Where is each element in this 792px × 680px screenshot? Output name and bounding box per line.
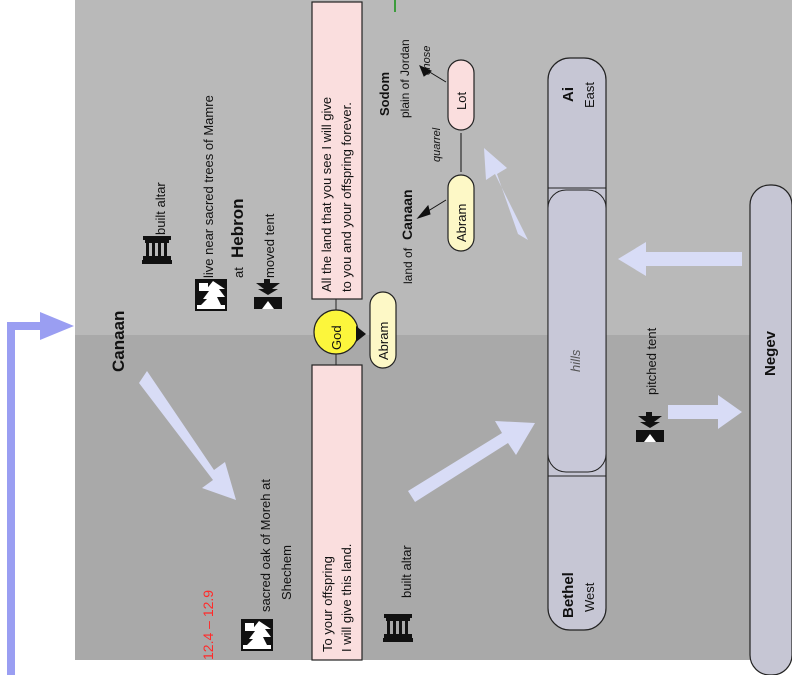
negev-label: Negev (762, 330, 779, 376)
chose-label: chose (421, 46, 433, 75)
built-altar-lower: built altar (399, 545, 414, 598)
bethel-label: Bethel (560, 572, 577, 618)
quarrel-label: quarrel (431, 127, 443, 162)
background-east (75, 0, 792, 335)
ai-label: Ai (560, 87, 577, 102)
reference-label: 12.4 – 12.9 (200, 590, 216, 660)
arrow-to-shechem (139, 371, 236, 500)
lot-label: Lot (454, 92, 469, 110)
places (547, 57, 792, 676)
promise-canaan-line1: All the land that you see I will give (319, 97, 334, 292)
west-label: West (582, 582, 597, 612)
sodom-label: Sodom (377, 72, 392, 116)
god-pointer (356, 326, 366, 342)
arrow-from-negev (618, 242, 742, 276)
promise-box-shechem (311, 364, 363, 661)
background-west (75, 335, 792, 660)
arrow-to-negev (668, 395, 742, 429)
abram-center-label: Abram (376, 322, 391, 360)
plain-label: plain of Jordan (398, 39, 412, 118)
land-canaan-label: Canaan (399, 189, 415, 240)
sacred-tree-icon (195, 279, 227, 311)
promise-shechem-line2: I will give this land. (339, 544, 354, 652)
god-label: God (329, 325, 344, 350)
relationship-arrows (416, 65, 462, 220)
land-of-label: land of (401, 247, 415, 284)
promise-box-canaan (311, 1, 363, 300)
hebron-at-label: at (231, 267, 246, 278)
east-label: East (582, 82, 597, 108)
negev-band (749, 184, 792, 676)
region-label: Canaan (109, 311, 128, 372)
hebron-name-label: Hebron (228, 199, 247, 259)
promise-shechem-line1: To your offspring (320, 556, 335, 652)
abram-right-pill (447, 174, 475, 252)
oak-line1: sacred oak of Moreh at (258, 479, 273, 612)
pitched-tent-label: pitched tent (644, 327, 659, 395)
arrow-to-hills (408, 421, 535, 502)
return-arrow (7, 312, 74, 675)
labels: 12.4 – 12.9 Canaan sacred oak of Moreh a… (109, 39, 779, 660)
moved-tent-label: moved tent (262, 213, 277, 278)
built-altar-upper: built altar (153, 182, 168, 235)
abram-center-pill (369, 291, 397, 369)
hills-label: hills (568, 349, 583, 372)
journey-arrows (139, 148, 742, 502)
promise-canaan-line2: to you and your offspring forever. (339, 102, 354, 292)
arrow-to-ai (484, 148, 528, 240)
hebron-trees-label: live near sacred trees of Mamre (201, 95, 216, 278)
oak-line2: Shechem (279, 545, 294, 600)
abram-right-label: Abram (454, 204, 469, 242)
lot-pill (447, 59, 475, 131)
hills-band (547, 189, 607, 473)
sacred-tree-icon (241, 619, 273, 651)
